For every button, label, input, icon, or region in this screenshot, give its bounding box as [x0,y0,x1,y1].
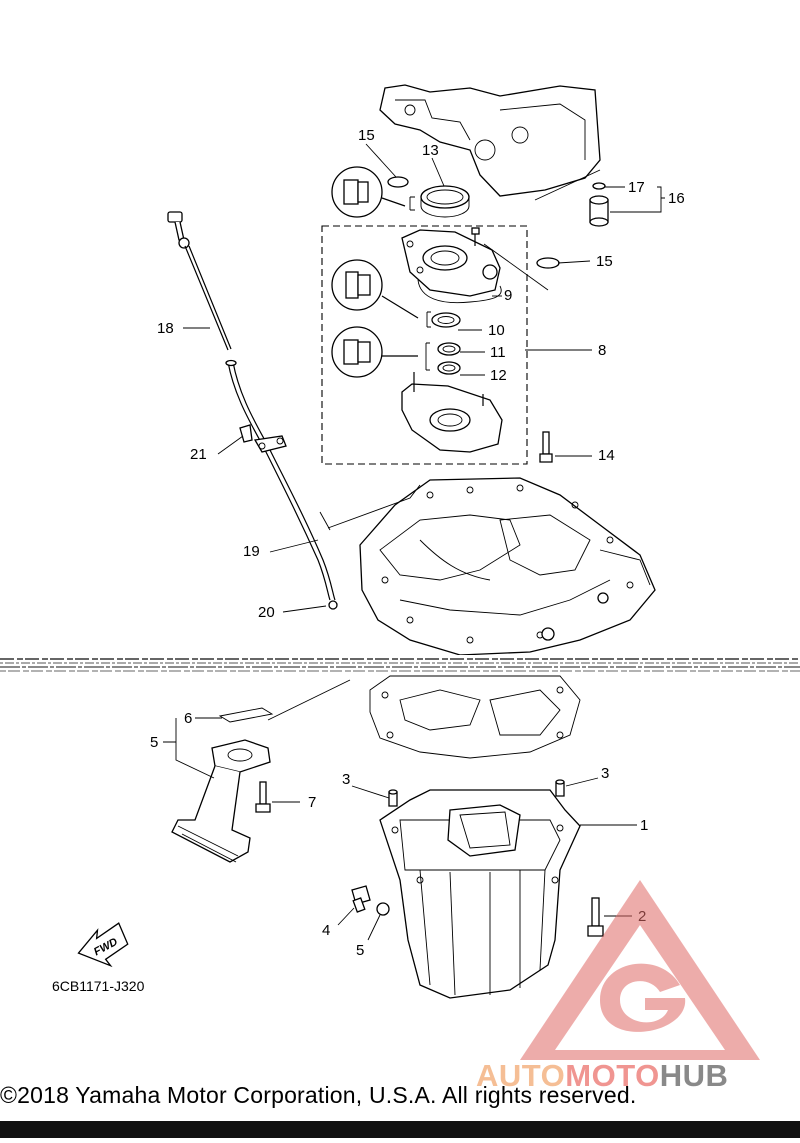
engine-block-top [379,84,601,201]
callout-17: 17 [628,179,645,196]
callout-lines [163,143,665,941]
watermark-part-2: MOTO [565,1058,660,1093]
oil-strainer [171,707,274,863]
diagram-code: 6CB1171-J320 [52,978,145,994]
callout-4: 4 [322,922,330,939]
callout-6: 5 [150,734,158,751]
pump-cover [401,372,503,453]
callout-11: 10 [488,322,505,339]
o-ring-top [387,176,409,188]
callout-3b: 3 [601,765,609,782]
callout-9: 8 [598,342,606,359]
bolt-2 [587,897,604,937]
fwd-arrow-icon: FWD [77,922,129,968]
scan-break [0,655,800,675]
callout-16: 16 [668,190,685,207]
watermark-part-3: HUB [659,1058,729,1093]
oil-pan-gasket [369,675,581,759]
oil-seal-11 [426,311,461,328]
callout-numbers: 15 13 15 9 10 11 12 8 14 17 16 18 21 19 … [150,127,685,959]
oil-seal [420,185,470,218]
dowel-16 [589,182,609,227]
pump-group-box [321,225,528,465]
drain-plug [351,885,371,913]
gasket [417,279,502,304]
callout-8: 7 [308,794,316,811]
leader-19 [327,484,421,529]
callout-1: 1 [640,817,648,834]
callout-5: 5 [356,942,364,959]
seal-detail-bubble-1 [331,166,415,218]
copyright-notice: ©2018 Yamaha Motor Corporation, U.S.A. A… [0,1082,637,1108]
seal-detail-bubble-2 [331,259,419,319]
callout-12a: 11 [490,344,506,361]
watermark-part-1: AUTO [476,1058,566,1093]
callout-15a: 15 [358,127,375,144]
dowel-3-left [388,789,398,807]
leader-19b [319,511,331,531]
leader-7 [267,679,351,721]
callout-15b: 15 [596,253,613,270]
o-ring-right [536,257,560,269]
watermark-logo [520,880,760,1060]
bolt-14 [539,431,553,463]
watermark-text: AUTOMOTOHUB [476,1058,728,1094]
exhaust-guide-plate [359,477,656,656]
callout-3a: 3 [342,771,350,788]
callout-18: 18 [157,320,174,337]
dipstick-guide [225,359,338,610]
callout-13: 13 [422,142,439,159]
seal-detail-bubble-3 [331,326,430,378]
callout-21: 21 [190,446,207,463]
callout-20: 20 [258,604,275,621]
dipstick [167,211,232,351]
callout-14: 14 [598,447,615,464]
dowel-3-right [555,779,565,797]
callout-12b: 12 [490,367,507,384]
oil-seals-12 [437,342,461,375]
callout-19: 19 [243,543,260,560]
callout-7: 6 [184,710,192,727]
callout-10: 9 [504,287,512,304]
oil-pan [379,789,581,999]
bottom-bar [0,1121,800,1138]
drain-gasket [376,902,390,916]
pump-housing [401,227,501,297]
